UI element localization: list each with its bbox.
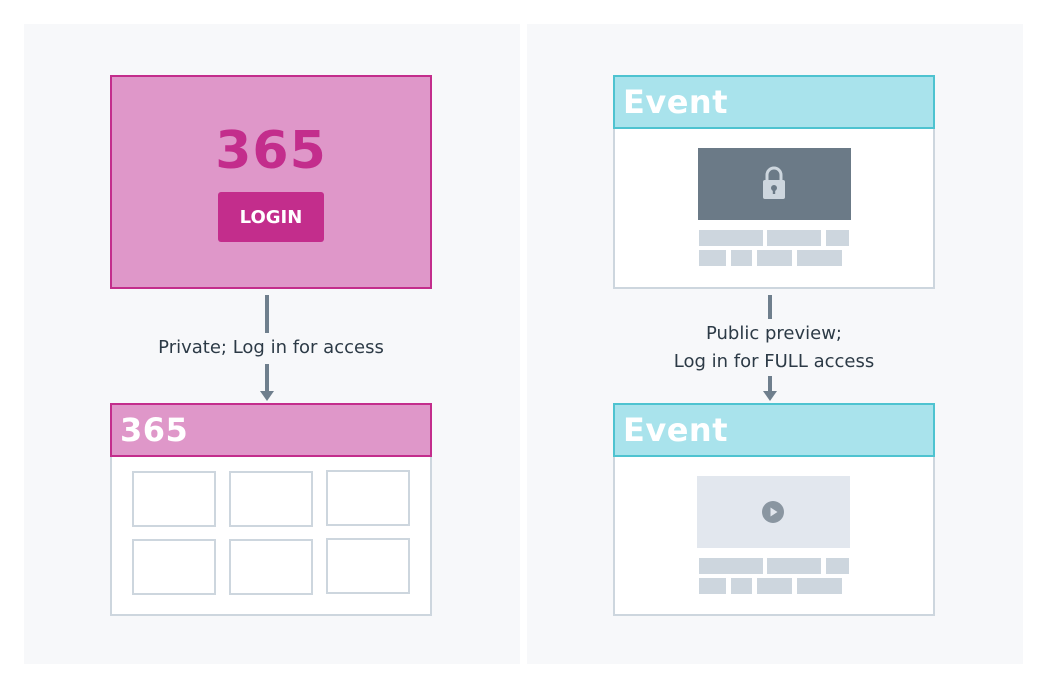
left-caption-text: Private; Log in for access — [158, 337, 384, 358]
dashboard-tile — [229, 471, 313, 527]
left-arrow-stem-bottom — [265, 364, 269, 392]
text-placeholder-bar — [699, 250, 726, 266]
right-caption: Public preview; Log in for FULL access — [613, 320, 935, 376]
login-card: 365 LOGIN — [110, 75, 432, 289]
dashboard-header-title: 365 — [120, 411, 189, 449]
lock-icon — [763, 166, 785, 199]
text-placeholder-bar — [699, 230, 763, 246]
right-caption-line2: Log in for FULL access — [673, 351, 875, 372]
text-placeholder-bar — [767, 230, 821, 246]
login-button[interactable]: LOGIN — [218, 192, 324, 242]
text-placeholder-bar — [826, 230, 849, 246]
locked-media — [698, 148, 851, 220]
left-caption: Private; Log in for access — [110, 334, 432, 362]
event-full-header-title: Event — [623, 411, 728, 449]
dashboard-tile — [132, 471, 216, 527]
right-arrowhead — [763, 391, 777, 401]
dashboard-tile — [326, 470, 410, 526]
event-full-header: Event — [613, 403, 935, 457]
dashboard-tile — [229, 539, 313, 595]
dashboard-header: 365 — [110, 403, 432, 457]
text-placeholder-bar — [757, 578, 792, 594]
event-preview-header: Event — [613, 75, 935, 129]
right-arrow-stem-top — [768, 295, 772, 319]
text-placeholder-bar — [731, 250, 752, 266]
right-caption-line1: Public preview; — [705, 323, 842, 344]
text-placeholder-bar — [797, 250, 842, 266]
text-placeholder-bar — [699, 558, 763, 574]
text-placeholder-bar — [731, 578, 752, 594]
video-media[interactable] — [697, 476, 850, 548]
text-placeholder-bar — [757, 250, 792, 266]
dashboard-tile — [326, 538, 410, 594]
text-placeholder-bar — [767, 558, 821, 574]
text-placeholder-bar — [826, 558, 849, 574]
left-arrow-stem-top — [265, 295, 269, 333]
event-preview-header-title: Event — [623, 83, 728, 121]
right-arrow-stem-bottom — [768, 376, 772, 392]
left-arrowhead — [260, 391, 274, 401]
text-placeholder-bar — [699, 578, 726, 594]
text-placeholder-bar — [797, 578, 842, 594]
play-icon[interactable] — [761, 500, 785, 524]
login-card-number: 365 — [215, 121, 327, 181]
dashboard-tile — [132, 539, 216, 595]
